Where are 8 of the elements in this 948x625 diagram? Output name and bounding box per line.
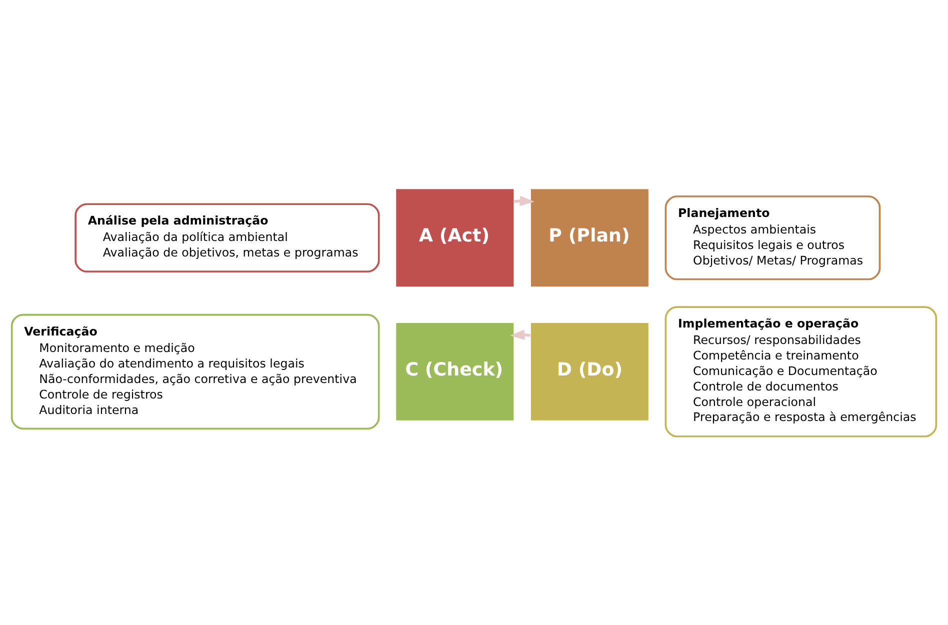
node-box: A (Act): [395, 188, 515, 288]
node-box: Planejamento Aspectos ambientais Requisitos legais e outros Objetivos/ Metas/ Programas: [664, 195, 881, 280]
node-box: C (Check): [395, 322, 515, 422]
node-box: D (Do): [530, 322, 650, 422]
node-box: Implementação e operação Recursos/ responsabilidades Competência e treinamento Comunicação e Documentação Controle de documentos Controle operacional Preparação e resposta à emergências: [664, 306, 938, 438]
node-box: Verificação Monitoramento e medição Avaliação do atendimento a requisitos legais Não-conformidades, ação corretiva e ação preventiva Controle de registros Auditoria interna: [10, 314, 380, 430]
node-box: Análise pela administração Avaliação da política ambiental Avaliação de objetivos, metas e programas: [74, 203, 380, 272]
node-box: P (Plan): [530, 188, 650, 288]
